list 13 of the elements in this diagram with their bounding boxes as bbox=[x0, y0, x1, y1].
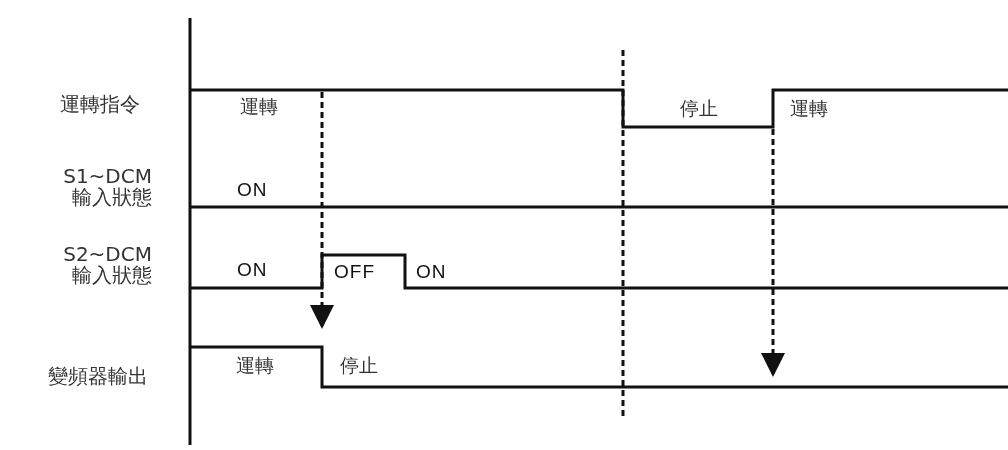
signal-name: S1~DCM 輸入狀態 bbox=[62, 166, 152, 208]
signal-name: S2~DCM 輸入狀態 bbox=[62, 244, 152, 286]
state-label: 運轉 bbox=[240, 97, 278, 117]
signal-name: 運轉指令 bbox=[59, 94, 140, 115]
state-label: 運轉 bbox=[236, 356, 274, 376]
signal-name: 變頻器輸出 bbox=[47, 366, 148, 387]
state-label: OFF bbox=[334, 262, 375, 282]
state-label: 運轉 bbox=[790, 99, 828, 119]
state-label: 停止 bbox=[340, 356, 378, 376]
state-label: ON bbox=[416, 262, 447, 282]
state-label: ON bbox=[237, 180, 268, 200]
state-label: 停止 bbox=[680, 99, 718, 119]
state-label: ON bbox=[237, 260, 268, 280]
